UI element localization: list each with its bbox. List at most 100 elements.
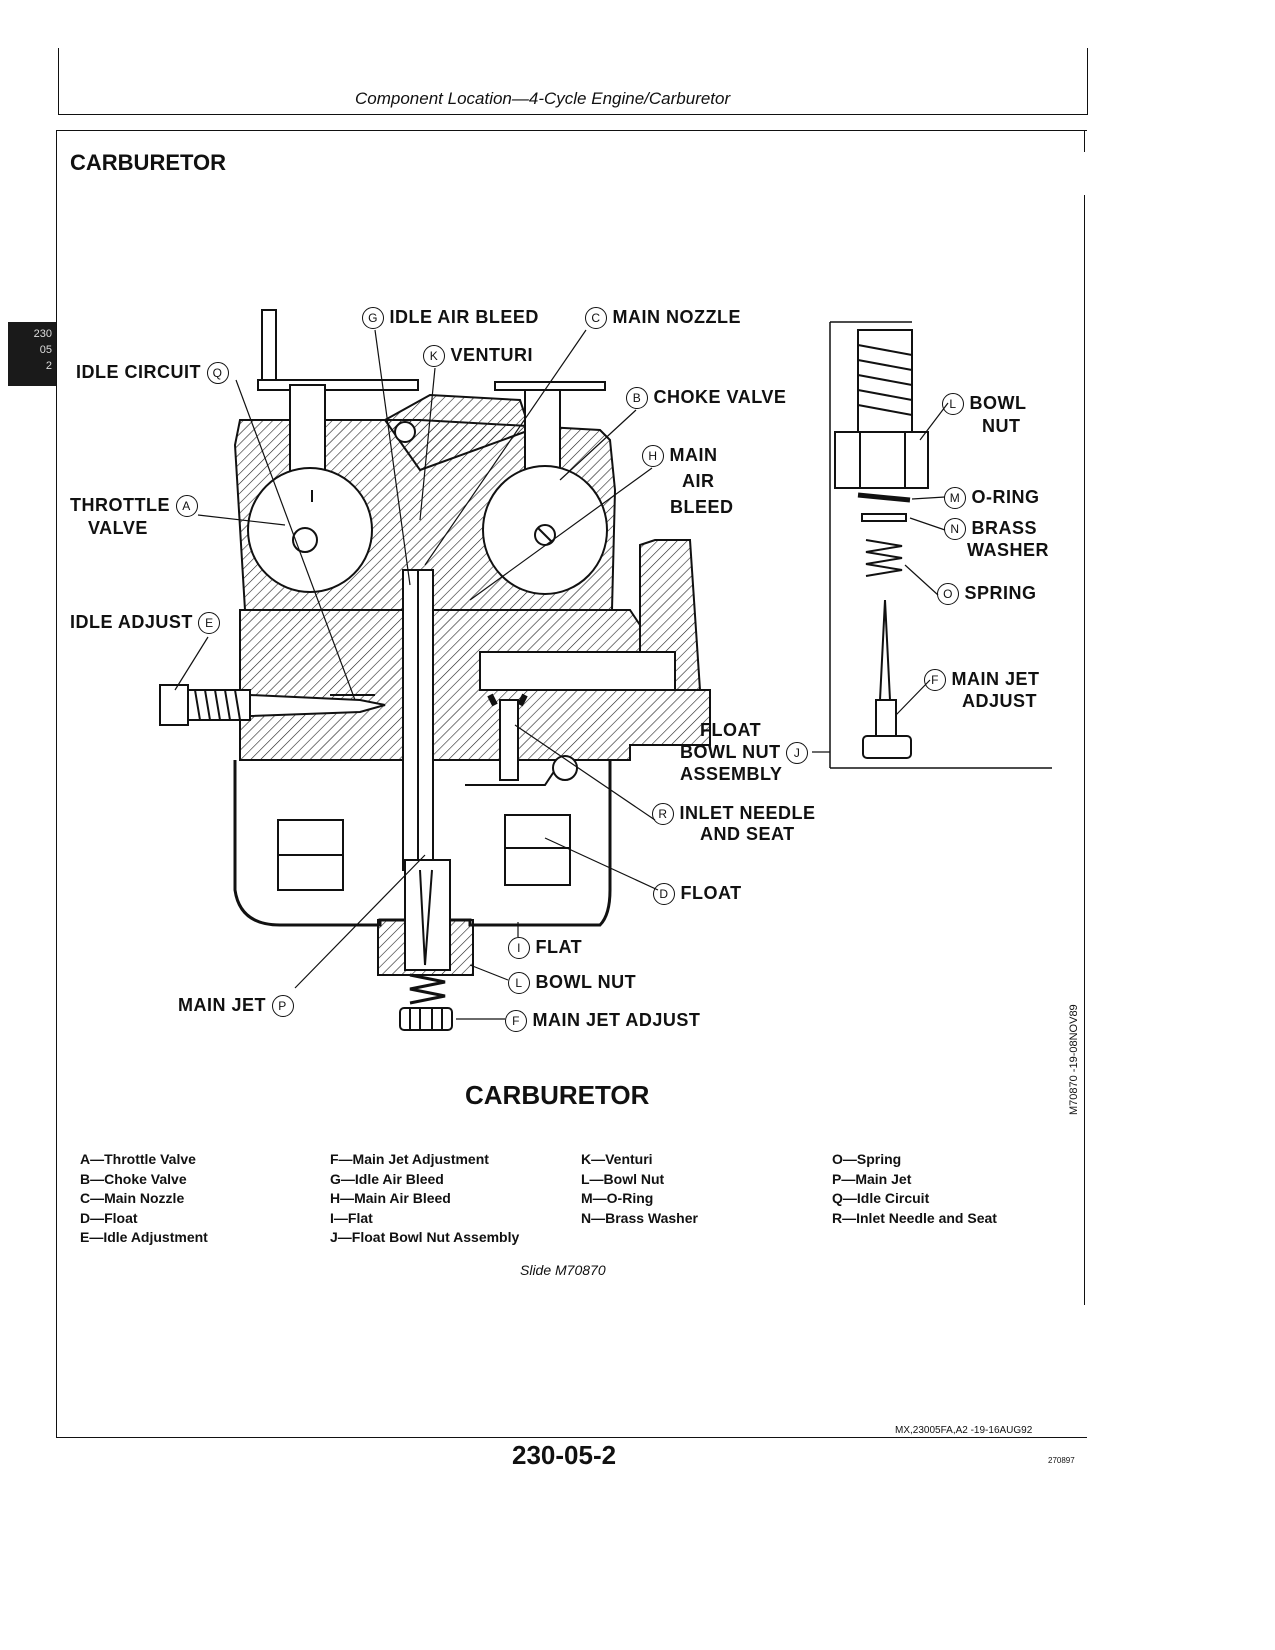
inset-bowl-nut-line2: NUT — [982, 416, 1021, 436]
main-jet-spring — [409, 973, 446, 1005]
page-header: Component Location—4-Cycle Engine/Carbur… — [355, 89, 731, 108]
callout-bowl-nut-letter: L — [508, 972, 530, 995]
inset-brass-washer-line1: BRASS — [971, 518, 1038, 538]
callout-main-jet-letter: P — [271, 995, 294, 1018]
inset-o-ring-letter: M — [944, 487, 966, 510]
callout-idle-air-bleed: G IDLE AIR BLEED — [362, 307, 539, 330]
callout-idle-adjust: IDLE ADJUST E — [70, 612, 221, 635]
callout-main-jet-adjust-letter: F — [505, 1010, 527, 1033]
callout-float-bowl-nut-line3: ASSEMBLY — [680, 764, 783, 784]
callout-main-jet-adjust-label: MAIN JET ADJUST — [532, 1010, 701, 1030]
callout-throttle-valve: THROTTLE A — [70, 495, 198, 518]
callout-main-air-bleed: H MAIN — [642, 445, 718, 468]
corner-code: 270897 — [1048, 1456, 1075, 1465]
inset-main-jet-adjust-line2: ADJUST — [962, 691, 1038, 711]
throttle-shaft — [289, 384, 326, 476]
callout-bowl-nut-label: BOWL NUT — [535, 972, 637, 992]
callout-choke-valve-letter: B — [626, 387, 648, 410]
callout-main-nozzle-label: MAIN NOZZLE — [612, 307, 742, 327]
callout-inlet-needle-line1: INLET NEEDLE — [679, 803, 816, 823]
float-pivot — [552, 755, 578, 781]
throttle-lever — [257, 379, 419, 391]
callout-venturi-letter: K — [423, 345, 445, 368]
inset-spring-label: SPRING — [964, 583, 1037, 603]
legend-col-1: A—Throttle Valve B—Choke Valve C—Main No… — [80, 1150, 208, 1248]
inset-bowl-nut-hex — [834, 431, 929, 489]
callout-idle-circuit-label: IDLE CIRCUIT — [76, 362, 201, 382]
callout-throttle-valve-letter: A — [175, 495, 198, 518]
callout-float-bowl-nut-letter: J — [786, 742, 809, 765]
inset-spring — [865, 539, 903, 577]
callout-idle-air-bleed-letter: G — [362, 307, 384, 330]
slide-caption: Slide M70870 — [520, 1262, 606, 1278]
legend-item: E—Idle Adjustment — [80, 1229, 208, 1245]
inset-brass-washer: N BRASS — [944, 518, 1038, 541]
lower-body — [239, 609, 711, 761]
throttle-screw — [292, 527, 318, 553]
callout-idle-adjust-label: IDLE ADJUST — [70, 612, 193, 632]
legend-col-4: O—Spring P—Main Jet Q—Idle Circuit R—Inl… — [832, 1150, 997, 1228]
choke-shaft — [524, 389, 561, 471]
inlet-needle — [499, 699, 519, 781]
legend-item: N—Brass Washer — [581, 1209, 698, 1226]
callout-main-air-bleed-line1: MAIN — [669, 445, 718, 465]
callout-bowl-nut: L BOWL NUT — [508, 972, 637, 995]
callout-choke-valve-label: CHOKE VALVE — [653, 387, 787, 407]
callout-float-letter: D — [653, 883, 675, 906]
callout-main-air-bleed-line3: BLEED — [670, 497, 734, 517]
legend-item: C—Main Nozzle — [80, 1190, 185, 1206]
callout-flat-letter: I — [508, 937, 530, 960]
page-number: 230-05-2 — [512, 1440, 617, 1470]
legend-item: K—Venturi — [581, 1151, 653, 1167]
callout-float: D FLOAT — [653, 883, 742, 906]
inset-o-ring — [857, 492, 911, 503]
inset-o-ring: M O-RING — [944, 487, 1040, 510]
side-tab-line2: 05 — [39, 344, 52, 356]
legend-item: H—Main Air Bleed — [330, 1190, 451, 1206]
inlet-passage — [479, 651, 676, 691]
callout-main-nozzle: C MAIN NOZZLE — [585, 307, 742, 330]
callout-float-bowl-nut-line1: FLOAT — [700, 720, 762, 740]
idle-screw-thread — [187, 689, 251, 721]
callout-float-label: FLOAT — [680, 883, 742, 903]
callout-venturi-label: VENTURI — [450, 345, 534, 365]
callout-throttle-valve-line2: VALVE — [88, 518, 148, 538]
content-frame-right-top — [1084, 130, 1085, 152]
inset-jet-head — [862, 735, 912, 759]
idle-needle — [249, 693, 386, 718]
callout-throttle-valve-line1: THROTTLE — [70, 495, 170, 515]
footer-code: MX,23005FA,A2 -19-16AUG92 — [895, 1425, 1033, 1436]
legend-item: R—Inlet Needle and Seat — [832, 1209, 997, 1226]
legend-item: M—O-Ring — [581, 1190, 654, 1206]
inset-box — [829, 321, 1052, 769]
callout-inlet-needle-letter: R — [652, 803, 674, 826]
callout-float-bowl-nut: BOWL NUT J — [680, 742, 809, 765]
callout-choke-valve: B CHOKE VALVE — [626, 387, 787, 410]
legend-item: L—Bowl Nut — [581, 1170, 665, 1187]
inset-needle — [878, 599, 892, 701]
float-arm — [465, 769, 556, 786]
inset-washer — [861, 513, 907, 522]
callout-inlet-needle-line2: AND SEAT — [700, 824, 795, 844]
inset-spring: O SPRING — [937, 583, 1037, 606]
inset-bowl-nut: L BOWL — [942, 393, 1027, 416]
inset-main-jet-adjust-line1: MAIN JET — [951, 669, 1040, 689]
diagram-title: CARBURETOR — [465, 1080, 650, 1110]
callout-flat: I FLAT — [508, 937, 582, 960]
legend-item: Q—Idle Circuit — [832, 1190, 930, 1206]
callout-idle-circuit-letter: Q — [206, 362, 229, 385]
callout-idle-adjust-letter: E — [198, 612, 221, 635]
callout-main-air-bleed-line2: AIR — [682, 471, 715, 491]
inset-jet-body — [875, 699, 897, 737]
callout-main-jet-adjust: F MAIN JET ADJUST — [505, 1010, 701, 1033]
content-frame-right — [1084, 195, 1085, 1305]
venturi-hole — [394, 421, 416, 443]
legend-item: P—Main Jet — [832, 1170, 912, 1187]
side-code: M70870 -19-08NOV89 — [1068, 1004, 1080, 1115]
callout-float-bowl-nut-line2: BOWL NUT — [680, 742, 781, 762]
inset-bowl-nut-line1: BOWL — [969, 393, 1027, 413]
callout-inlet-needle: R INLET NEEDLE — [652, 803, 816, 826]
callout-venturi: K VENTURI — [423, 345, 534, 368]
side-tab-line1: 230 — [33, 328, 52, 340]
